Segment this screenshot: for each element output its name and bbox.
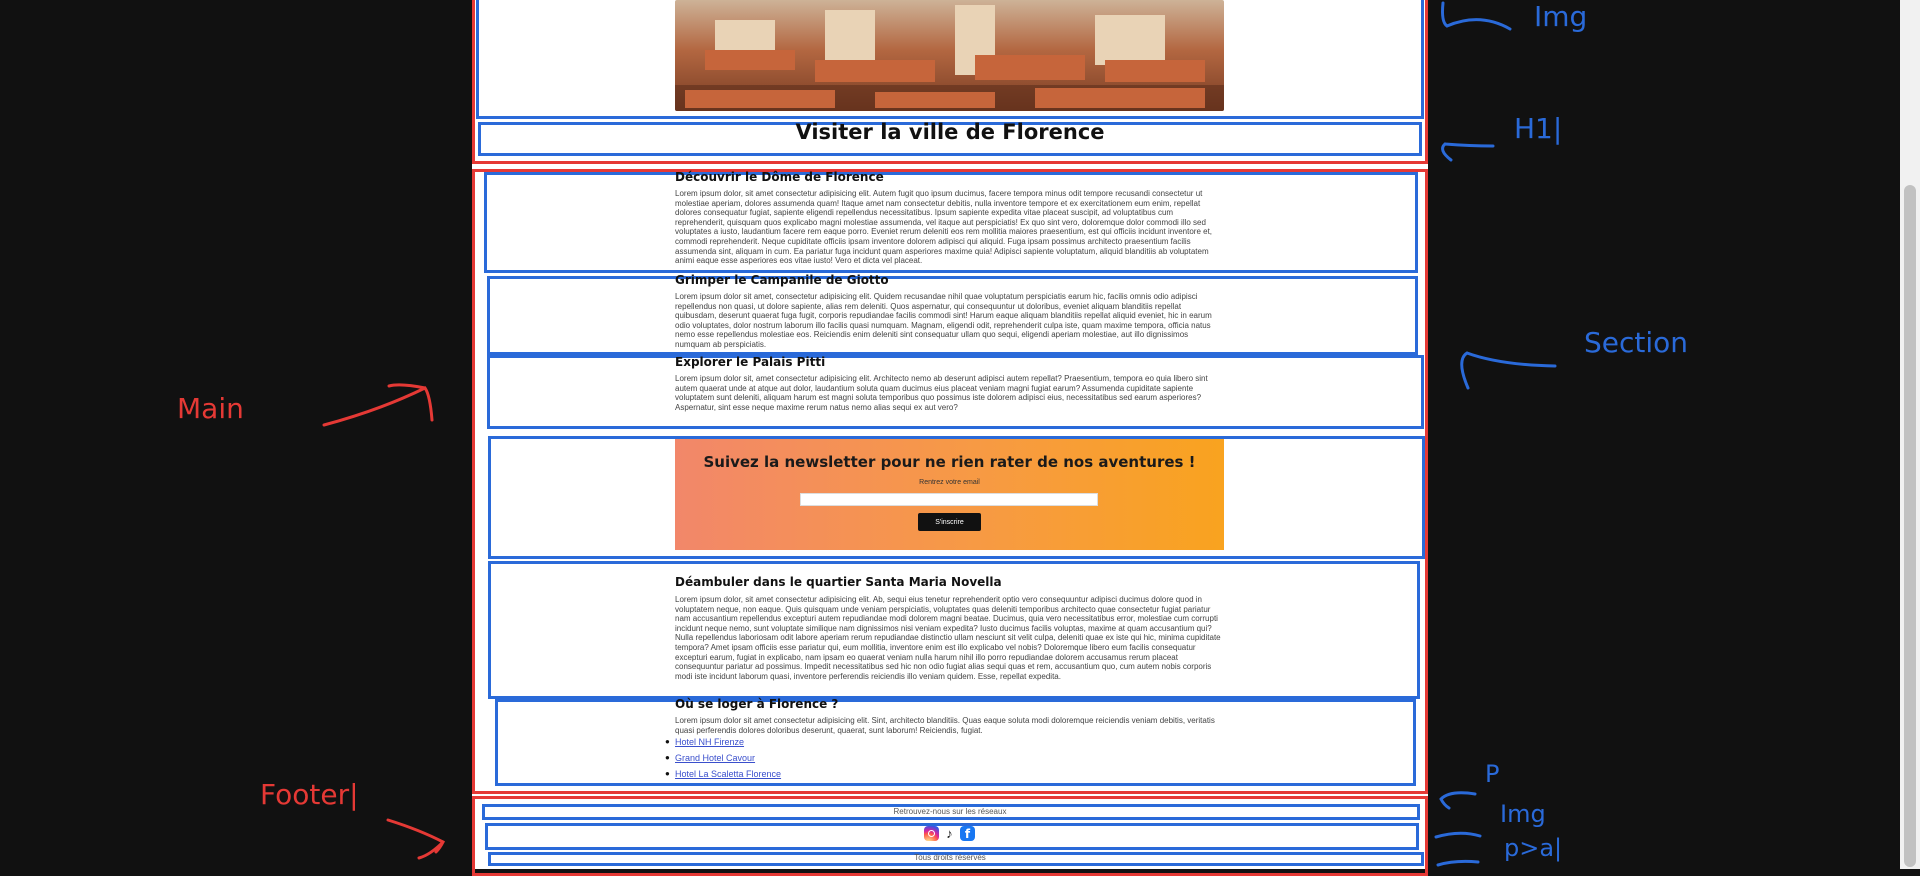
- annotation-img: Img: [1534, 0, 1588, 33]
- footer-pa-outline: [488, 852, 1424, 866]
- section-text: Lorem ipsum dolor, sit amet consectetur …: [675, 595, 1221, 681]
- section-outline-5: [495, 699, 1416, 786]
- newsletter-outline: [488, 436, 1425, 559]
- section-title: Grimper le Campanile de Giotto: [675, 273, 889, 287]
- instagram-icon[interactable]: [924, 826, 939, 841]
- footer-social-text: Retrouvez-nous sur les réseaux: [893, 807, 1007, 816]
- annotation-pa: p>a|: [1504, 834, 1563, 862]
- annotation-img-footer: Img: [1500, 800, 1546, 828]
- section-text: Lorem ipsum dolor sit amet consectetur a…: [675, 716, 1215, 735]
- social-icons: ♪ f: [924, 826, 976, 842]
- page-title: Visiter la ville de Florence: [795, 120, 1105, 144]
- footer-p-outline: [482, 804, 1420, 820]
- newsletter-email-label: Rentrez votre email: [919, 479, 980, 486]
- section-text: Lorem ipsum dolor sit, amet consectetur …: [675, 374, 1208, 412]
- subscribe-button[interactable]: S'inscrire: [918, 513, 981, 531]
- annotation-main: Main: [177, 392, 244, 425]
- hotel-link[interactable]: Hotel La Scaletta Florence: [675, 769, 782, 779]
- page: [472, 0, 1428, 869]
- section-title: Découvrir le Dôme de Florence: [675, 170, 884, 184]
- h1-outline: [478, 122, 1422, 156]
- newsletter-title: Suivez la newsletter pour ne rien rater …: [703, 453, 1196, 471]
- header-outline: [472, 0, 1428, 164]
- tiktok-icon[interactable]: ♪: [942, 826, 957, 841]
- section-title: Explorer le Palais Pitti: [675, 355, 826, 369]
- annotation-footer: Footer|: [260, 778, 359, 811]
- newsletter-section: Suivez la newsletter pour ne rien rater …: [675, 439, 1224, 550]
- section-outline-3: [487, 355, 1424, 429]
- main-outline: [472, 169, 1428, 794]
- section-text: Lorem ipsum dolor, sit amet consectetur …: [675, 189, 1213, 266]
- florence-hero-image: [675, 0, 1224, 111]
- hotel-link[interactable]: Grand Hotel Cavour: [675, 753, 756, 763]
- img-outline: [476, 0, 1424, 119]
- annotation-p: P: [1485, 760, 1500, 788]
- scrollbar-thumb[interactable]: [1904, 185, 1916, 867]
- annotation-h1: H1|: [1514, 112, 1563, 145]
- section-outline-1: [484, 172, 1418, 273]
- section-title: Déambuler dans le quartier Santa Maria N…: [675, 575, 1002, 589]
- list-item: ●Hotel NH Firenze: [665, 737, 745, 747]
- hotel-link[interactable]: Hotel NH Firenze: [675, 737, 745, 747]
- facebook-icon[interactable]: f: [960, 826, 975, 841]
- section-title: Où se loger à Florence ?: [675, 697, 839, 711]
- section-outline-4: [488, 561, 1420, 699]
- list-item: ●Grand Hotel Cavour: [665, 753, 756, 763]
- scrollbar[interactable]: [1900, 0, 1920, 869]
- annotation-section: Section: [1584, 326, 1689, 359]
- newsletter-email-input[interactable]: [800, 493, 1098, 506]
- section-outline-2: [487, 276, 1418, 355]
- list-item: ●Hotel La Scaletta Florence: [665, 769, 782, 779]
- hotel-list: ●Hotel NH Firenze ●Grand Hotel Cavour ●H…: [665, 737, 782, 785]
- footer-img-outline: [485, 823, 1419, 850]
- footer-rights-text: Tous droits réservés: [914, 853, 986, 862]
- section-text: Lorem ipsum dolor sit amet, consectetur …: [675, 292, 1212, 349]
